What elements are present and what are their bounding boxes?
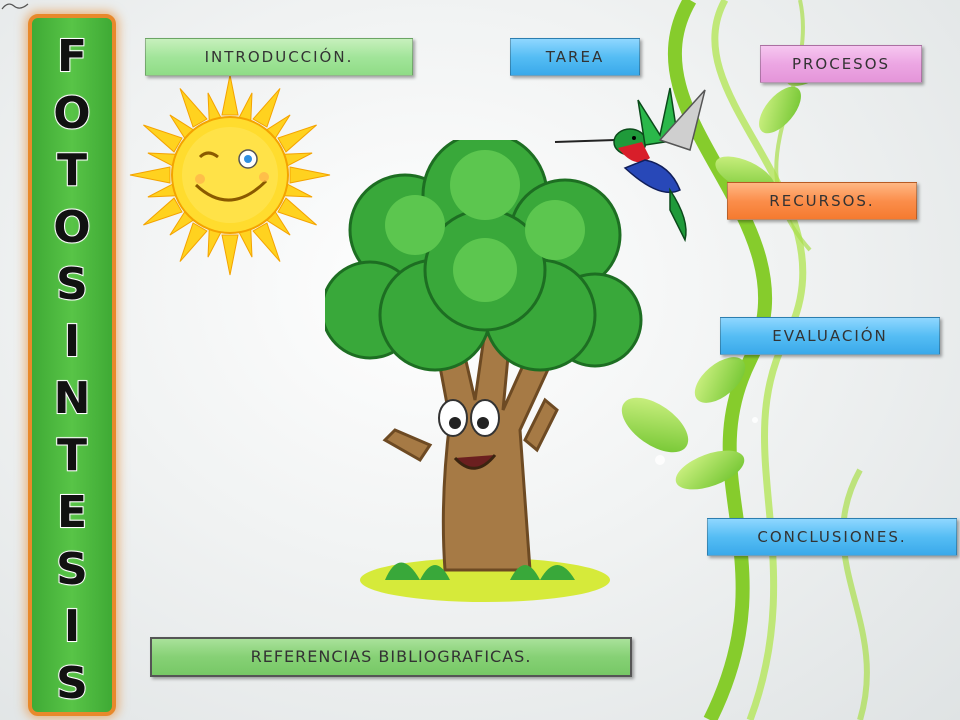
title-letter: F: [56, 31, 88, 83]
vine-decoration: [621, 0, 870, 720]
title-letter: E: [56, 487, 88, 539]
title-letter: O: [52, 88, 91, 140]
sun-icon: [129, 74, 331, 276]
referencias-button[interactable]: REFERENCIAS BIBLIOGRAFICAS.: [150, 637, 632, 677]
site-logo: [0, 0, 30, 12]
title-letter: S: [55, 658, 89, 710]
title-letter: S: [55, 544, 89, 596]
title-letter: T: [56, 430, 88, 482]
title-letter: N: [53, 373, 92, 425]
hummingbird-icon: [554, 87, 706, 243]
title-letter: O: [52, 202, 91, 254]
introduccion-button[interactable]: INTRODUCCIÓN.: [145, 38, 413, 76]
title-letter: I: [63, 316, 81, 368]
recursos-button[interactable]: RECURSOS.: [727, 182, 917, 220]
title-letter: S: [55, 259, 89, 311]
title-bar: F O T O S I N T E S I S: [28, 14, 116, 716]
procesos-button[interactable]: PROCESOS: [760, 45, 922, 83]
title-letter: T: [56, 145, 88, 197]
title-letter: I: [63, 601, 81, 653]
evaluacion-button[interactable]: EVALUACIÓN: [720, 317, 940, 355]
tarea-button[interactable]: TAREA: [510, 38, 640, 76]
conclusiones-button[interactable]: CONCLUSIONES.: [707, 518, 957, 556]
tree-icon: [325, 140, 643, 602]
